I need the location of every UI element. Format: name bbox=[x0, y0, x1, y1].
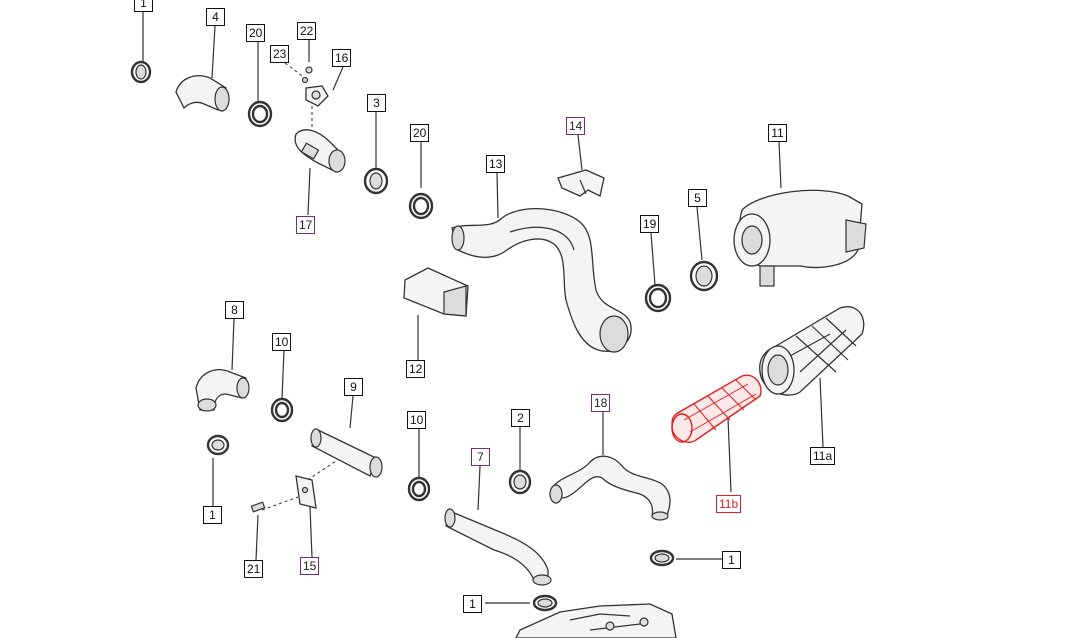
callout-14[interactable]: 14 bbox=[566, 117, 586, 135]
part-11b-safety-filter[interactable] bbox=[671, 374, 762, 444]
callout-1-left[interactable]: 1 bbox=[203, 506, 222, 524]
callout-9[interactable]: 9 bbox=[344, 378, 363, 396]
callout-4[interactable]: 4 bbox=[206, 8, 225, 26]
intake-manifold-outline bbox=[515, 603, 677, 638]
part-11-air-filter-housing[interactable] bbox=[733, 189, 867, 287]
callout-3[interactable]: 3 bbox=[367, 94, 386, 112]
callout-1-bottom[interactable]: 1 bbox=[463, 595, 482, 613]
clamp-3[interactable] bbox=[363, 167, 389, 195]
callout-10-a[interactable]: 10 bbox=[272, 333, 292, 351]
callout-11b[interactable]: 11b bbox=[716, 495, 742, 513]
clamp-10-b[interactable] bbox=[407, 476, 431, 502]
leader-lines bbox=[142, 12, 824, 604]
callout-1-top[interactable]: 1 bbox=[134, 0, 153, 12]
clamp-20-b[interactable] bbox=[408, 192, 434, 220]
callout-10-b[interactable]: 10 bbox=[407, 411, 427, 429]
callout-12[interactable]: 12 bbox=[406, 360, 426, 378]
part-15-bracket-plate[interactable] bbox=[295, 475, 317, 509]
part-9-straight-pipe[interactable] bbox=[310, 428, 383, 478]
callout-8[interactable]: 8 bbox=[225, 301, 244, 319]
part-18-s-hose[interactable] bbox=[549, 455, 671, 521]
part-11a-filter-element[interactable] bbox=[759, 306, 865, 396]
callout-17[interactable]: 17 bbox=[296, 216, 316, 234]
clamp-20-a[interactable] bbox=[247, 100, 273, 128]
part-22-screw[interactable] bbox=[305, 66, 313, 74]
part-4-elbow-hose[interactable] bbox=[175, 75, 230, 112]
clamp-1-top[interactable] bbox=[130, 60, 152, 84]
callout-23[interactable]: 23 bbox=[270, 45, 290, 63]
callout-22[interactable]: 22 bbox=[297, 22, 317, 40]
part-7-hose[interactable] bbox=[444, 508, 552, 586]
callout-21[interactable]: 21 bbox=[244, 560, 264, 578]
clamp-2[interactable] bbox=[508, 469, 532, 495]
part-16-sensor[interactable] bbox=[305, 85, 329, 107]
clamp-19[interactable] bbox=[644, 283, 672, 313]
callout-20-a[interactable]: 20 bbox=[246, 24, 266, 42]
clamp-1-bottom[interactable] bbox=[532, 594, 558, 612]
callout-20-b[interactable]: 20 bbox=[410, 124, 430, 142]
callout-16[interactable]: 16 bbox=[332, 49, 352, 67]
part-14-bracket[interactable] bbox=[557, 169, 605, 197]
callout-11a[interactable]: 11a bbox=[810, 447, 836, 465]
callout-11[interactable]: 11 bbox=[768, 124, 787, 142]
part-17-airflow-housing[interactable] bbox=[294, 129, 346, 173]
callout-15[interactable]: 15 bbox=[300, 557, 320, 575]
part-23-screw[interactable] bbox=[301, 76, 309, 84]
part-21-bolt[interactable] bbox=[250, 501, 266, 513]
callout-18[interactable]: 18 bbox=[591, 394, 611, 412]
clamp-10-a[interactable] bbox=[270, 397, 294, 423]
clamp-1-left[interactable] bbox=[206, 434, 230, 456]
clamp-1-right[interactable] bbox=[649, 549, 675, 567]
callout-5[interactable]: 5 bbox=[688, 189, 707, 207]
part-12-rect-duct[interactable] bbox=[403, 267, 469, 317]
part-8-elbow[interactable] bbox=[195, 369, 250, 412]
callout-7[interactable]: 7 bbox=[471, 448, 490, 466]
clamp-5[interactable] bbox=[689, 260, 719, 292]
callout-2[interactable]: 2 bbox=[511, 409, 530, 427]
callout-1-right[interactable]: 1 bbox=[722, 551, 741, 569]
callout-13[interactable]: 13 bbox=[486, 155, 506, 173]
callout-19[interactable]: 19 bbox=[640, 215, 660, 233]
part-13-intake-pipe[interactable] bbox=[451, 208, 632, 353]
